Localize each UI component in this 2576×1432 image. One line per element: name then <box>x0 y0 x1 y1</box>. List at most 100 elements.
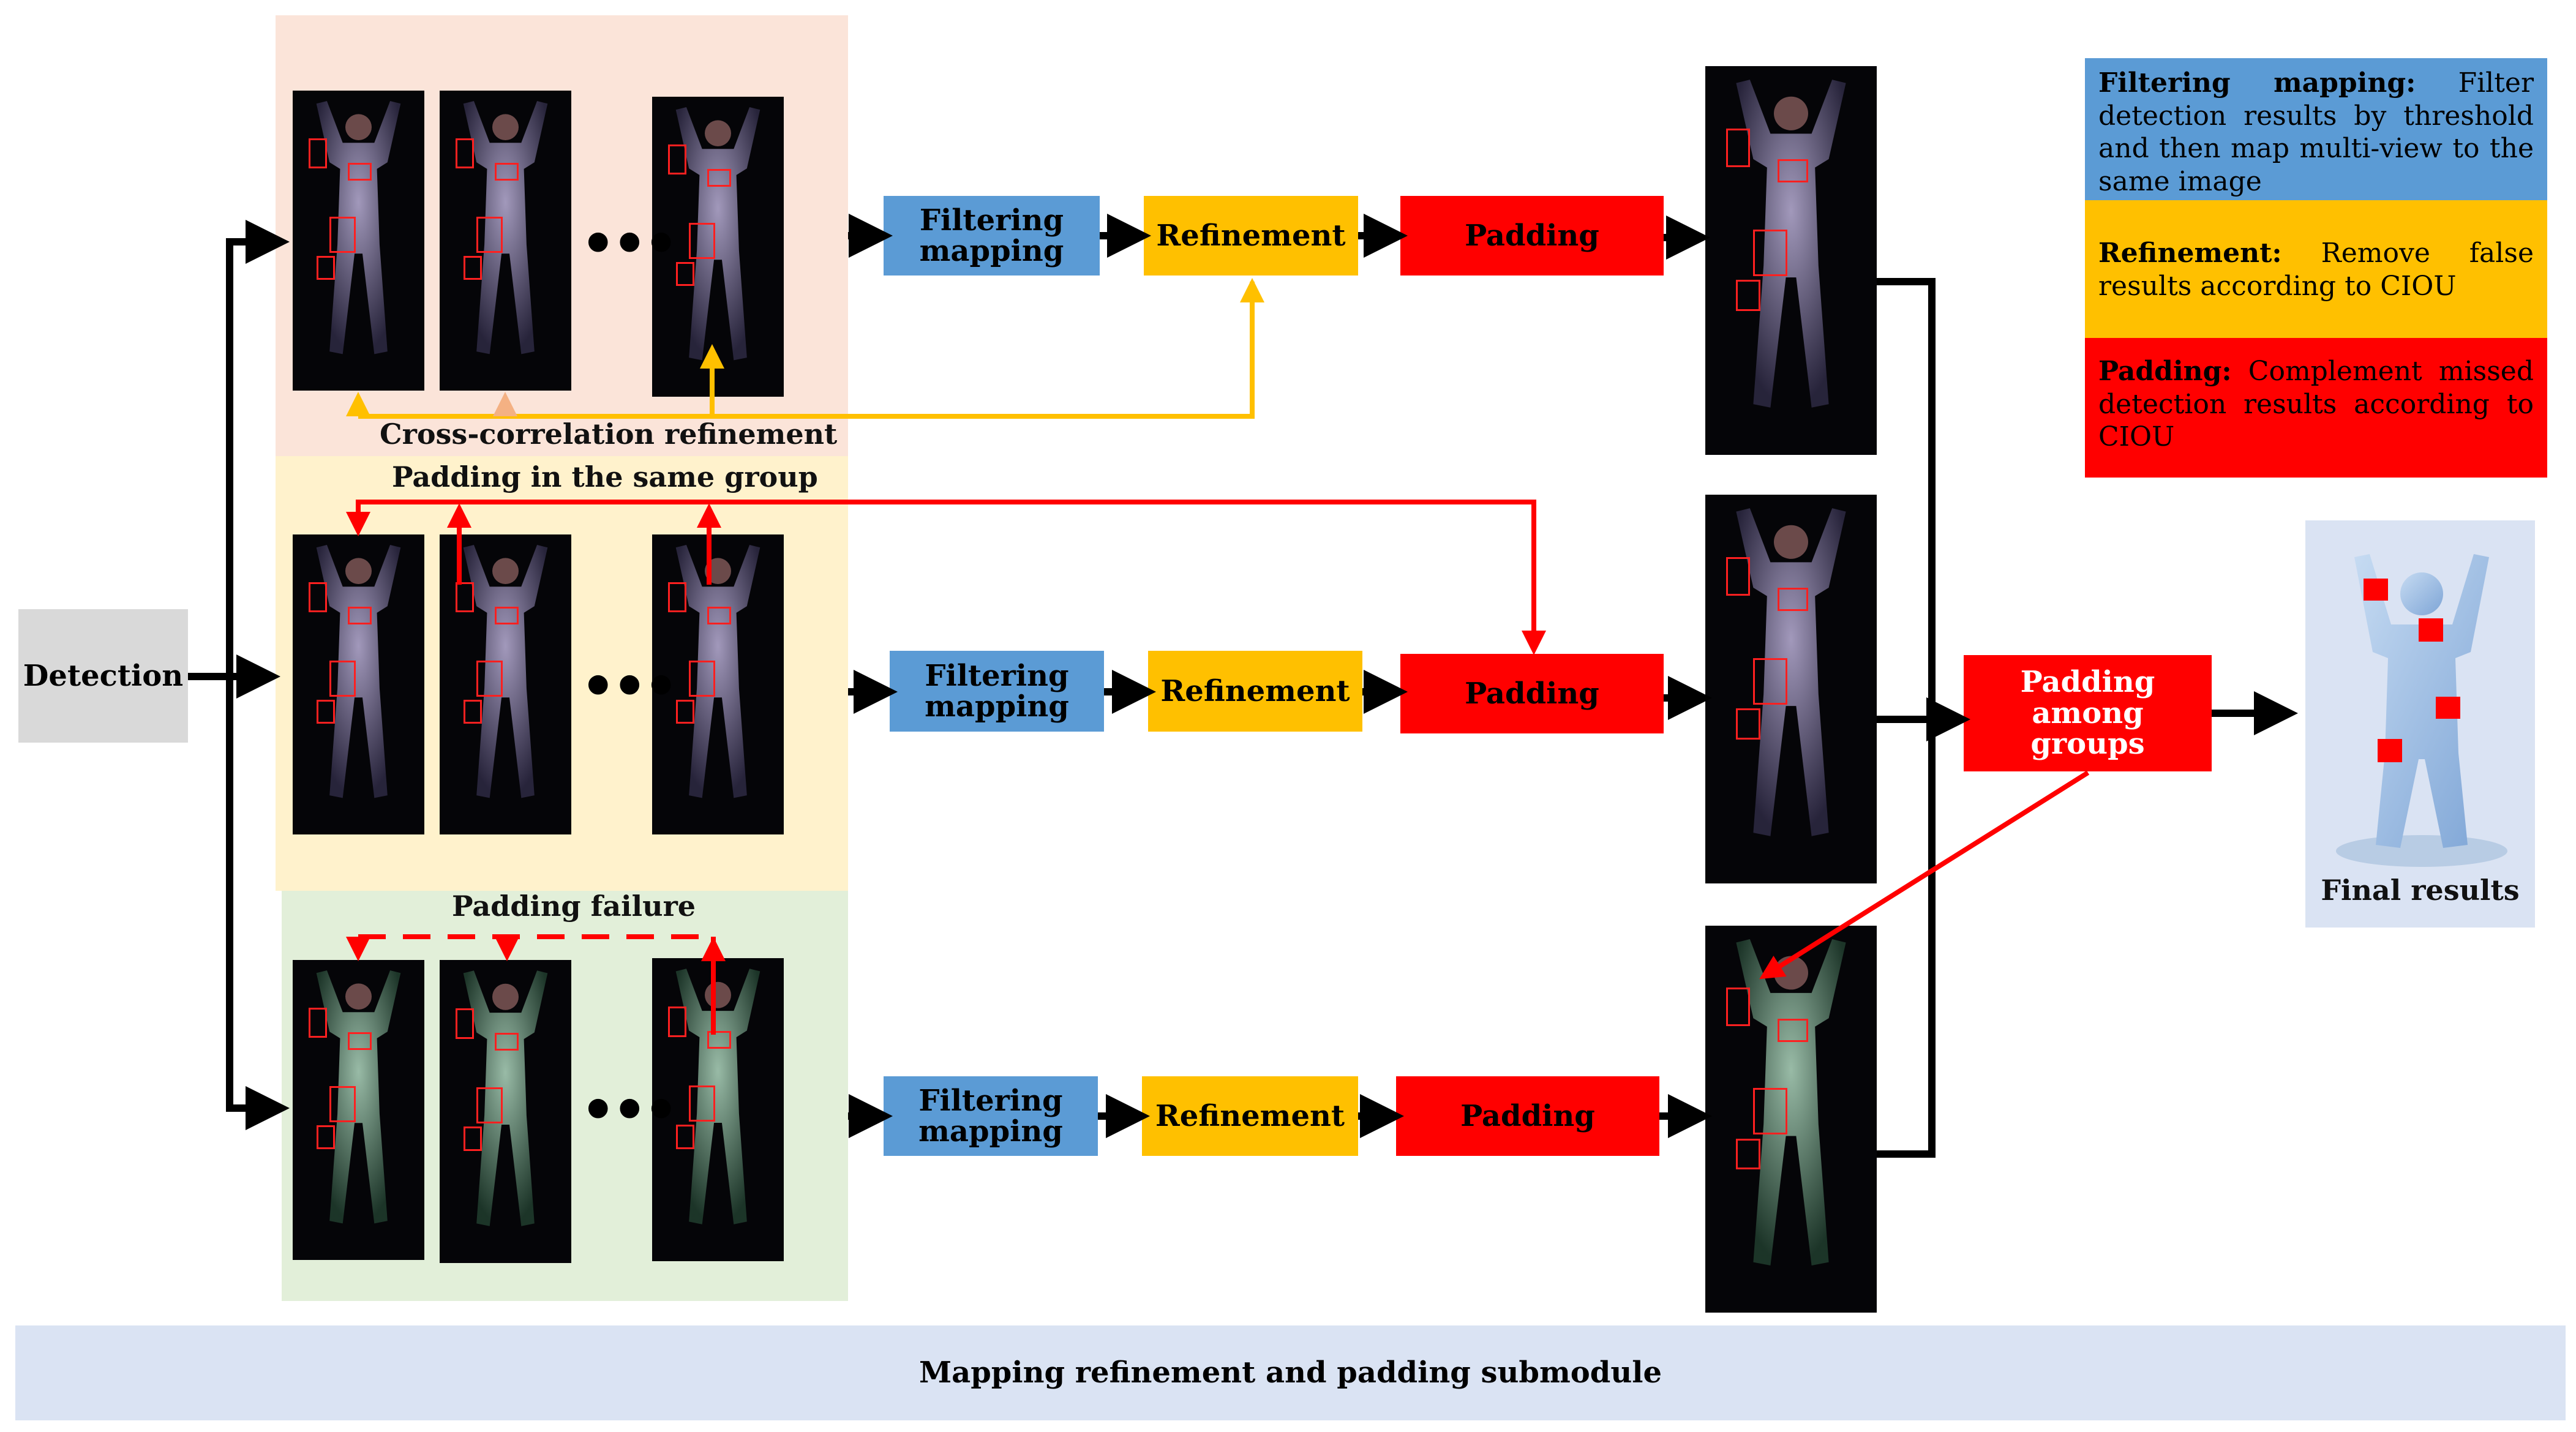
padding-label: Padding <box>1460 1098 1595 1133</box>
detection-box-marker <box>1777 159 1808 183</box>
detection-label: Detection <box>23 658 184 693</box>
refinement-label: Refinement <box>1160 673 1350 708</box>
detection-box-marker <box>348 162 372 181</box>
detection-marker <box>2419 618 2443 642</box>
detection-box-marker <box>689 1085 716 1122</box>
detection-box: Detection <box>18 609 188 743</box>
detection-box-marker <box>689 222 716 259</box>
detection-box-marker <box>1736 1138 1760 1170</box>
footer-caption: Mapping refinement and padding submodule <box>15 1325 2566 1420</box>
filtering-mapping-box: Filtering mapping <box>890 651 1104 732</box>
detection-box-marker <box>707 606 731 624</box>
detection-marker <box>2378 739 2402 762</box>
legend-term: Filtering mapping: <box>2098 67 2416 99</box>
detection-box-marker <box>667 1007 686 1037</box>
detection-box-marker <box>667 582 686 613</box>
result-image <box>1705 495 1877 883</box>
detection-box-marker <box>495 606 519 624</box>
detection-box-marker <box>675 261 694 286</box>
detection-box-marker <box>1753 229 1788 276</box>
result-image <box>1705 66 1877 455</box>
padding-label: Padding <box>1465 676 1599 711</box>
scan-image <box>293 91 424 391</box>
detection-box-marker <box>707 1030 731 1049</box>
detection-box-marker <box>455 138 474 169</box>
detection-box-marker <box>308 582 327 613</box>
detection-box-marker <box>1736 280 1760 312</box>
detection-box-marker <box>316 1125 335 1149</box>
detection-box-marker <box>495 162 519 181</box>
legend-text: Complement missed detection results acco… <box>2098 356 2534 453</box>
detection-box-marker <box>316 255 335 280</box>
detection-box-marker <box>308 1008 327 1038</box>
scan-image <box>293 960 424 1260</box>
filtering-mapping-box: Filtering mapping <box>884 196 1100 276</box>
scan-image <box>652 958 784 1261</box>
legend-filtering: Filtering mapping: Filter detection resu… <box>2085 58 2547 200</box>
refinement-label: Refinement <box>1155 1098 1345 1133</box>
refinement-box: Refinement <box>1142 1076 1358 1156</box>
cross-correlation-label: Cross-correlation refinement <box>380 418 838 451</box>
detection-box-marker <box>1725 557 1750 596</box>
padding-failure-label: Padding failure <box>452 890 696 923</box>
detection-box-marker <box>316 699 335 724</box>
detection-box-marker <box>455 1008 474 1039</box>
detection-box-marker <box>329 1085 356 1122</box>
detection-box-marker <box>1753 658 1788 705</box>
refinement-box: Refinement <box>1148 651 1362 732</box>
detection-box-marker <box>1777 588 1808 612</box>
detection-box-marker <box>1736 708 1760 740</box>
detection-box-marker <box>463 1126 482 1151</box>
connector <box>1877 278 1936 1158</box>
detection-box-marker <box>675 699 694 724</box>
detection-box-marker <box>308 138 327 169</box>
detection-marker <box>2436 697 2460 719</box>
padding-box: Padding <box>1400 196 1664 276</box>
connector <box>226 677 269 1112</box>
padding-same-group-label: Padding in the same group <box>392 460 818 493</box>
detection-box-marker <box>1777 1018 1808 1042</box>
detection-box-marker <box>463 255 482 280</box>
detection-box-marker <box>675 1125 694 1149</box>
connector <box>226 238 269 677</box>
detection-box-marker <box>1725 128 1750 168</box>
detection-box-marker <box>495 1032 519 1051</box>
detection-box-marker <box>348 606 372 624</box>
legend-term: Padding: <box>2098 356 2232 387</box>
scan-image <box>440 534 571 834</box>
detection-box-marker <box>348 1032 372 1050</box>
detection-box-marker <box>707 168 731 187</box>
detection-box-marker <box>667 144 686 175</box>
padding-among-groups-label: Padding among groups <box>2020 665 2155 762</box>
refinement-box: Refinement <box>1144 196 1358 276</box>
detection-box-marker <box>329 660 356 697</box>
legend-refinement: Refinement: Remove false results accordi… <box>2085 200 2547 338</box>
human-figure-icon <box>2336 554 2507 867</box>
legend-term: Refinement: <box>2098 238 2282 269</box>
detection-box-marker <box>476 1087 503 1124</box>
padding-among-groups-box: Padding among groups <box>1964 655 2212 771</box>
scan-image <box>440 91 571 391</box>
detection-box-marker <box>1725 988 1750 1027</box>
footer-label: Mapping refinement and padding submodule <box>918 1355 1662 1390</box>
detection-box-marker <box>329 216 356 253</box>
legend-text: Filter detection results by threshold an… <box>2098 67 2534 198</box>
padding-box: Padding <box>1396 1076 1659 1156</box>
final-results-panel: Final results <box>2305 520 2535 928</box>
ellipsis: ••• <box>580 211 679 276</box>
padding-box: Padding <box>1400 654 1664 733</box>
detection-box-marker <box>476 216 503 253</box>
detection-box-marker <box>476 660 503 697</box>
detection-box-marker <box>689 660 716 697</box>
legend-text: Remove false results according to CIOU <box>2098 238 2534 302</box>
padding-label: Padding <box>1465 218 1599 253</box>
ellipsis: ••• <box>580 654 679 719</box>
detection-marker <box>2364 579 2388 601</box>
detection-box-marker <box>1753 1088 1788 1135</box>
detection-box-marker <box>455 582 474 613</box>
ellipsis: ••• <box>580 1078 679 1142</box>
scan-image <box>440 960 571 1263</box>
filtering-mapping-label: Filtering mapping <box>925 658 1069 724</box>
filtering-mapping-label: Filtering mapping <box>919 203 1064 268</box>
result-image <box>1705 926 1877 1313</box>
